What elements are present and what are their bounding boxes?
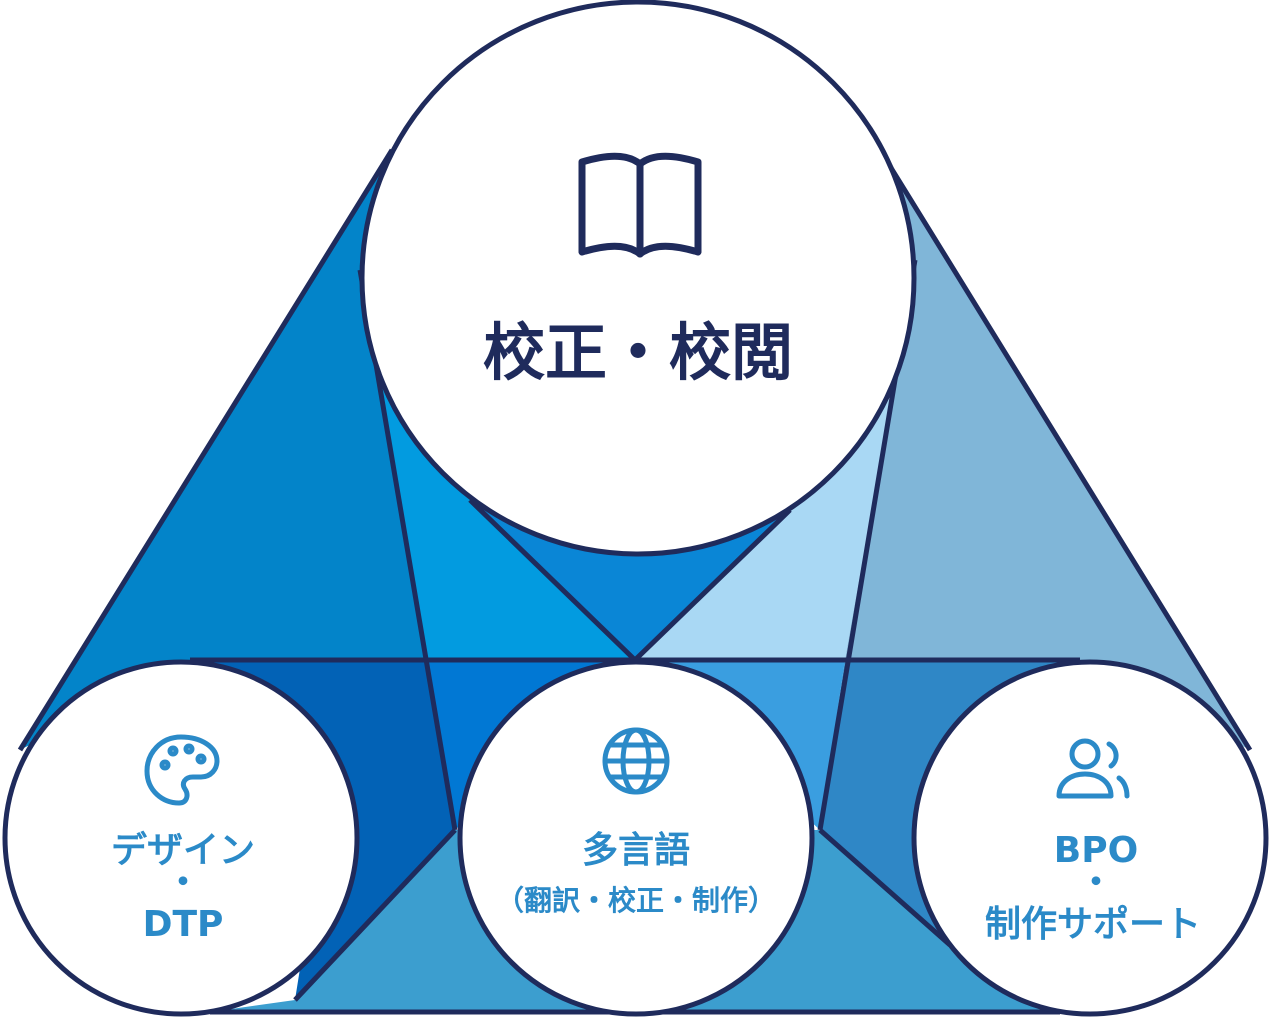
node-right: BPO ・ 制作サポート: [911, 659, 1269, 1017]
book-icon: [578, 152, 702, 258]
users-icon: [1056, 738, 1130, 799]
node-left-line2: ・: [165, 862, 201, 903]
node-center-line2: （翻訳・校正・制作）: [496, 884, 776, 917]
node-center-circle: [457, 659, 815, 1017]
region-right-inner: [635, 260, 915, 660]
globe-icon: [602, 727, 670, 795]
node-left: デザイン ・ DTP: [2, 659, 360, 1017]
node-right-circle: [911, 659, 1269, 1017]
node-right-line3: 制作サポート: [985, 903, 1201, 945]
node-left-line3: DTP: [143, 904, 224, 945]
node-left-circle: [2, 659, 360, 1017]
node-right-line1: BPO: [1054, 830, 1138, 871]
region-right-band: [845, 150, 1250, 750]
region-left-band: [20, 150, 425, 750]
node-top-circle: [359, 0, 917, 557]
node-right-line2: ・: [1078, 862, 1114, 903]
palette-icon: [144, 734, 220, 806]
node-left-line1: デザイン: [111, 829, 255, 871]
region-left-inner: [360, 270, 635, 660]
node-center-line1: 多言語: [582, 830, 690, 871]
node-center: 多言語 （翻訳・校正・制作）: [457, 659, 815, 1017]
node-top-label: 校正・校閲: [483, 316, 793, 389]
node-top: 校正・校閲: [359, 0, 917, 557]
